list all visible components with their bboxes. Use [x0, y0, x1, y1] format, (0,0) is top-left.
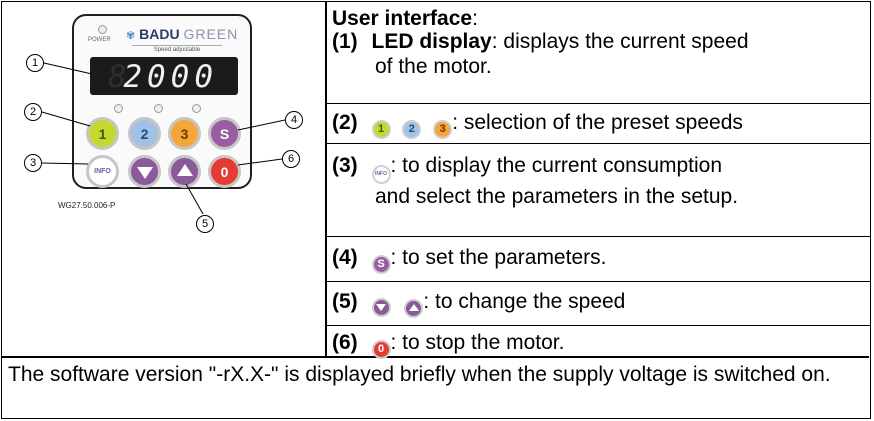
row-divider-5 [325, 325, 870, 326]
power-led [98, 25, 107, 34]
info-icon: INFO [371, 165, 391, 184]
row-divider-3 [325, 236, 870, 237]
item-set: (4) S: to set the parameters. [332, 245, 606, 274]
info-button[interactable]: INFO [86, 155, 119, 188]
callout-3: 3 [24, 154, 42, 172]
preset-2-icon: 2 [402, 120, 422, 139]
stop-button[interactable]: 0 [208, 155, 241, 188]
callout-leader-lines [41, 62, 286, 215]
led-display: 8 2000 [90, 57, 238, 95]
item-presets: (2) 1 2 3: selection of the preset speed… [332, 110, 743, 139]
set-button[interactable]: S [208, 117, 241, 150]
item-speed: (5) : to change the speed [332, 289, 625, 318]
brand-logo: ✾ BADU GREEN [126, 26, 239, 42]
item-info: (3) INFO: to display the current consump… [332, 154, 739, 208]
speed-down-button[interactable] [128, 155, 161, 188]
preset-1-button[interactable]: 1 [86, 117, 119, 150]
callout-2: 2 [24, 103, 42, 121]
footer-divider [2, 356, 869, 358]
fan-icon: ✾ [126, 30, 136, 42]
row-divider-4 [325, 281, 870, 282]
led-indicator-1 [114, 104, 123, 113]
arrow-up-icon [404, 299, 424, 318]
speed-adjustable-label: Speed adjustable [132, 45, 222, 54]
arrow-down-icon [136, 167, 153, 179]
row-divider-2 [325, 143, 870, 144]
controller-panel: POWER ✾ BADU GREEN Speed adjustable 8 20… [72, 14, 252, 189]
led-indicator-3 [192, 104, 201, 113]
callout-5: 5 [196, 215, 214, 233]
column-divider [325, 2, 327, 357]
arrow-down-icon [371, 298, 391, 317]
display-value: 2000 [123, 59, 218, 95]
speed-up-button[interactable] [168, 155, 201, 188]
stop-icon: 0 [371, 340, 391, 359]
callout-4: 4 [285, 111, 303, 129]
preset-3-icon: 3 [433, 120, 453, 139]
document-code: WG27.50.006-P [58, 201, 116, 210]
item-led-display: (1) LED display: displays the current sp… [332, 30, 749, 78]
callout-6: 6 [282, 150, 300, 168]
preset-3-button[interactable]: 3 [168, 117, 201, 150]
preset-2-button[interactable]: 2 [128, 117, 161, 150]
arrow-up-icon [176, 164, 193, 176]
item-stop: (6) 0: to stop the motor. [332, 330, 564, 359]
power-label: POWER [88, 37, 111, 43]
led-indicator-2 [154, 104, 163, 113]
footer-note: The software version "-rX.X-" is display… [8, 363, 831, 386]
section-heading: User interface: [332, 7, 478, 30]
preset-1-icon: 1 [371, 120, 391, 139]
set-icon: S [371, 255, 391, 274]
row-divider-1 [325, 103, 870, 104]
callout-1: 1 [26, 54, 44, 72]
